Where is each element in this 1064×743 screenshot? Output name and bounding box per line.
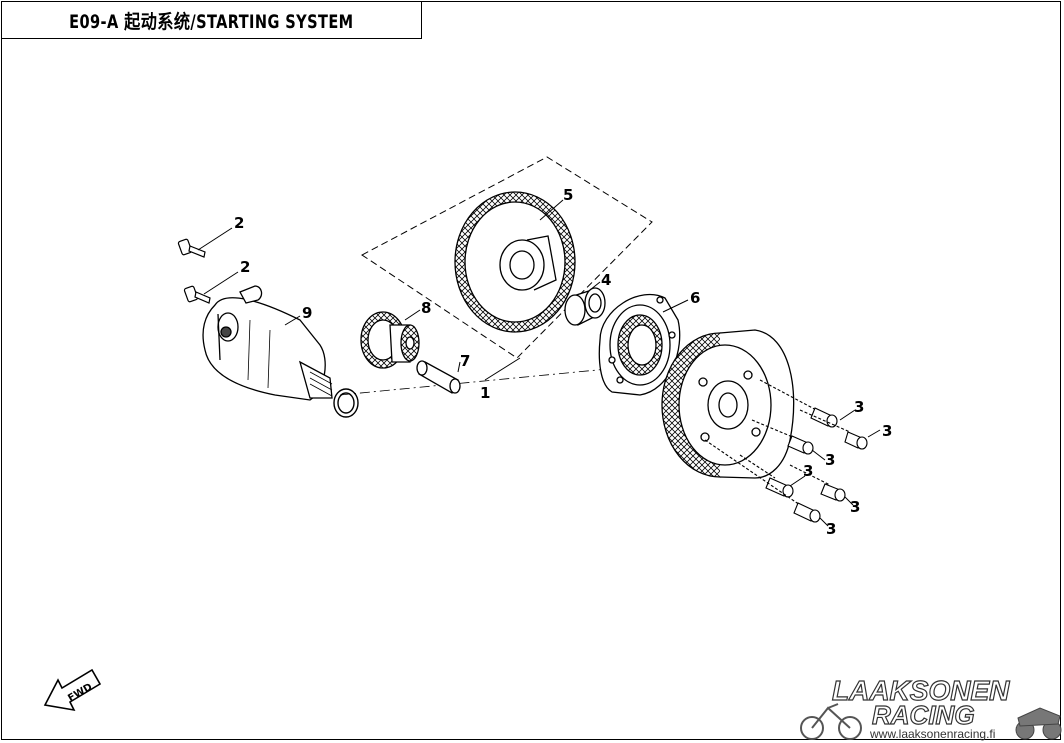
callout-2-lower: 2 xyxy=(240,258,250,276)
needle-bearing xyxy=(564,287,606,326)
flywheel-rotor xyxy=(661,329,795,479)
callout-6: 6 xyxy=(690,289,700,307)
callout-7: 7 xyxy=(460,352,470,370)
bolt-3-e xyxy=(789,464,846,502)
callout-9: 9 xyxy=(302,304,312,322)
one-way-clutch xyxy=(598,293,681,396)
callout-3-e: 3 xyxy=(850,498,860,516)
fwd-arrow: FWD xyxy=(43,668,102,712)
page-title: E09-A 起动系统/STARTING SYSTEM xyxy=(69,10,354,33)
callout-3-d: 3 xyxy=(803,462,813,480)
bolt-3-a xyxy=(759,379,838,428)
callout-1: 1 xyxy=(480,384,490,402)
callout-3-b: 3 xyxy=(882,422,892,440)
bolt-3-d xyxy=(739,454,794,498)
shaft xyxy=(416,360,461,394)
bolt-3-f xyxy=(704,439,821,523)
idle-gear xyxy=(360,311,420,369)
bolt-2-lower xyxy=(183,285,211,304)
callout-5: 5 xyxy=(563,186,573,204)
callout-8: 8 xyxy=(421,299,431,317)
starter-reduction-gear xyxy=(454,191,576,333)
watermark-url: www.laaksonenracing.fi xyxy=(869,727,995,741)
bolt-2-upper xyxy=(177,238,206,258)
callout-2-upper: 2 xyxy=(234,214,244,232)
callout-3-a: 3 xyxy=(854,398,864,416)
bolt-3-c xyxy=(751,419,814,455)
starter-motor xyxy=(202,285,333,401)
bolt-3-b xyxy=(799,409,868,450)
callout-3-c: 3 xyxy=(825,451,835,469)
title-box: E09-A 起动系统/STARTING SYSTEM xyxy=(1,1,422,39)
callout-4: 4 xyxy=(601,271,611,289)
atv-icon xyxy=(1015,707,1062,740)
watermark-logo: LAAKSONEN RACING www.laaksonenracing.fi xyxy=(800,674,1062,741)
watermark-line1: LAAKSONEN xyxy=(832,675,1010,706)
assembly-outline xyxy=(361,156,653,359)
watermark-line2: RACING xyxy=(872,700,975,730)
callout-3-f: 3 xyxy=(826,520,836,538)
bicycle-icon xyxy=(800,703,862,740)
o-ring xyxy=(333,388,359,418)
